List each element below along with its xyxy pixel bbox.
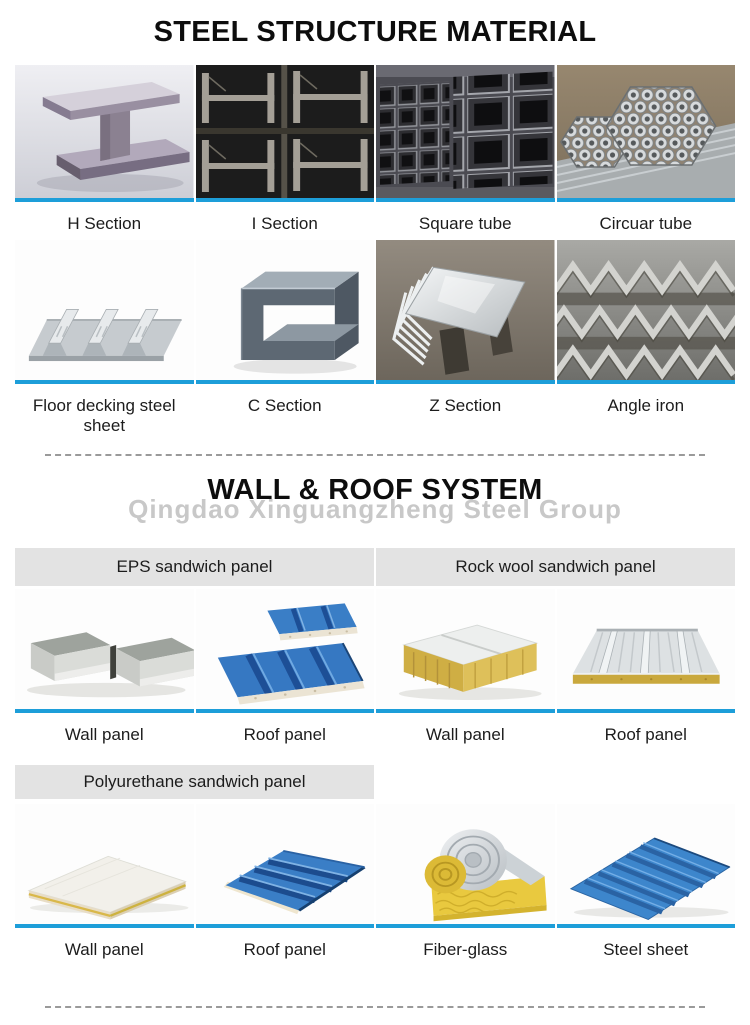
product-label: Steel sheet [603, 940, 689, 960]
c-section-image [195, 240, 374, 381]
square-tube-image [376, 65, 555, 198]
product-label: Floor decking steel sheet [32, 396, 176, 436]
photo-underline [376, 924, 555, 929]
pu-roof-panel-image [195, 804, 374, 925]
product-card-angle-iron: Angle iron [556, 240, 735, 442]
photo-underline [15, 198, 194, 202]
panel-row-2: Wall panel [15, 804, 735, 966]
product-card-pu-roof: Roof panel [195, 804, 374, 966]
product-card-pu-wall: Wall panel [15, 804, 194, 966]
z-section-image [376, 240, 555, 381]
photo-z-section [376, 240, 555, 381]
photo-underline [376, 709, 555, 714]
photo-underline [195, 924, 374, 929]
fiber-glass-image [376, 804, 555, 925]
photo-underline [15, 380, 194, 385]
photo-underline [556, 198, 735, 202]
angle-iron-image [556, 240, 735, 381]
photo-eps-wall [15, 589, 194, 710]
product-card-circular-tube: Circuar tube [556, 65, 735, 240]
photo-underline [15, 924, 194, 929]
product-label: Z Section [429, 396, 502, 416]
photo-rockwool-roof [556, 589, 735, 710]
photo-circular-tube [556, 65, 735, 198]
section-divider [45, 454, 705, 457]
product-label: Wall panel [64, 725, 144, 745]
wall-roof-section-title: WALL & ROOF SYSTEM [207, 474, 543, 507]
photo-underline [376, 198, 555, 202]
floor-decking-image [15, 240, 194, 381]
product-label: Roof panel [604, 725, 687, 745]
product-card-rockwool-roof: Roof panel [556, 589, 735, 751]
product-label: H Section [67, 214, 142, 233]
product-card-rockwool-wall: Wall panel [376, 589, 555, 751]
photo-steel-sheet [556, 804, 735, 925]
product-label: Wall panel [64, 940, 144, 960]
header-spacer [376, 765, 735, 799]
product-card-eps-roof: Roof panel [195, 589, 374, 751]
product-card-z-section: Z Section [376, 240, 555, 442]
rockwool-roof-panel-image [556, 589, 735, 710]
photo-underline [556, 709, 735, 714]
product-card-i-section: I Section [195, 65, 374, 240]
wall-roof-title-block: Qingdao Xinguangzheng Steel Group WALL &… [15, 468, 735, 548]
product-card-c-section: C Section [195, 240, 374, 442]
photo-i-section [195, 65, 374, 198]
product-label: I Section [251, 214, 318, 233]
product-label: Fiber-glass [423, 940, 508, 960]
bottom-divider [45, 1006, 705, 1009]
product-label: Roof panel [243, 940, 326, 960]
steel-products-grid: H Section [15, 65, 735, 442]
photo-pu-roof [195, 804, 374, 925]
photo-angle-iron [556, 240, 735, 381]
photo-rockwool-wall [376, 589, 555, 710]
photo-underline [15, 709, 194, 714]
rockwool-wall-panel-image [376, 589, 555, 710]
product-card-square-tube: Square tube [376, 65, 555, 240]
photo-underline [195, 709, 374, 714]
photo-c-section [195, 240, 374, 381]
photo-eps-roof [195, 589, 374, 710]
group-header-rockwool: Rock wool sandwich panel [376, 548, 735, 587]
photo-floor-decking [15, 240, 194, 381]
h-section-image [15, 65, 194, 198]
photo-underline [195, 380, 374, 385]
photo-underline [556, 924, 735, 929]
photo-underline [376, 380, 555, 385]
product-label: Roof panel [243, 725, 326, 745]
photo-pu-wall [15, 804, 194, 925]
product-label: Wall panel [425, 725, 505, 745]
pu-wall-panel-image [15, 804, 194, 925]
panel-group-headers-2: Polyurethane sandwich panel [15, 765, 735, 800]
photo-fiber-glass [376, 804, 555, 925]
product-card-steel-sheet: Steel sheet [556, 804, 735, 966]
photo-underline [195, 198, 374, 202]
group-header-polyurethane: Polyurethane sandwich panel [15, 765, 374, 800]
panel-group-headers: EPS sandwich panel Rock wool sandwich pa… [15, 548, 735, 587]
product-card-floor-decking: Floor decking steel sheet [15, 240, 194, 442]
group-header-eps: EPS sandwich panel [15, 548, 374, 587]
product-label: Angle iron [607, 396, 685, 416]
eps-roof-panel-image [195, 589, 374, 710]
photo-h-section [15, 65, 194, 198]
product-label: Circuar tube [599, 214, 693, 233]
steel-section-title: STEEL STRUCTURE MATERIAL [153, 16, 597, 48]
product-label: C Section [247, 396, 322, 416]
photo-square-tube [376, 65, 555, 198]
product-card-fiber-glass: Fiber-glass [376, 804, 555, 966]
photo-underline [556, 380, 735, 385]
product-card-h-section: H Section [15, 65, 194, 240]
product-card-eps-wall: Wall panel [15, 589, 194, 751]
panel-row-1: Wall panel [15, 589, 735, 751]
circular-tube-image [556, 65, 735, 198]
steel-sheet-image [556, 804, 735, 925]
i-section-image [195, 65, 374, 198]
product-label: Square tube [418, 214, 512, 233]
company-watermark: Qingdao Xinguangzheng Steel Group [128, 494, 622, 525]
eps-wall-panel-image [15, 589, 194, 710]
